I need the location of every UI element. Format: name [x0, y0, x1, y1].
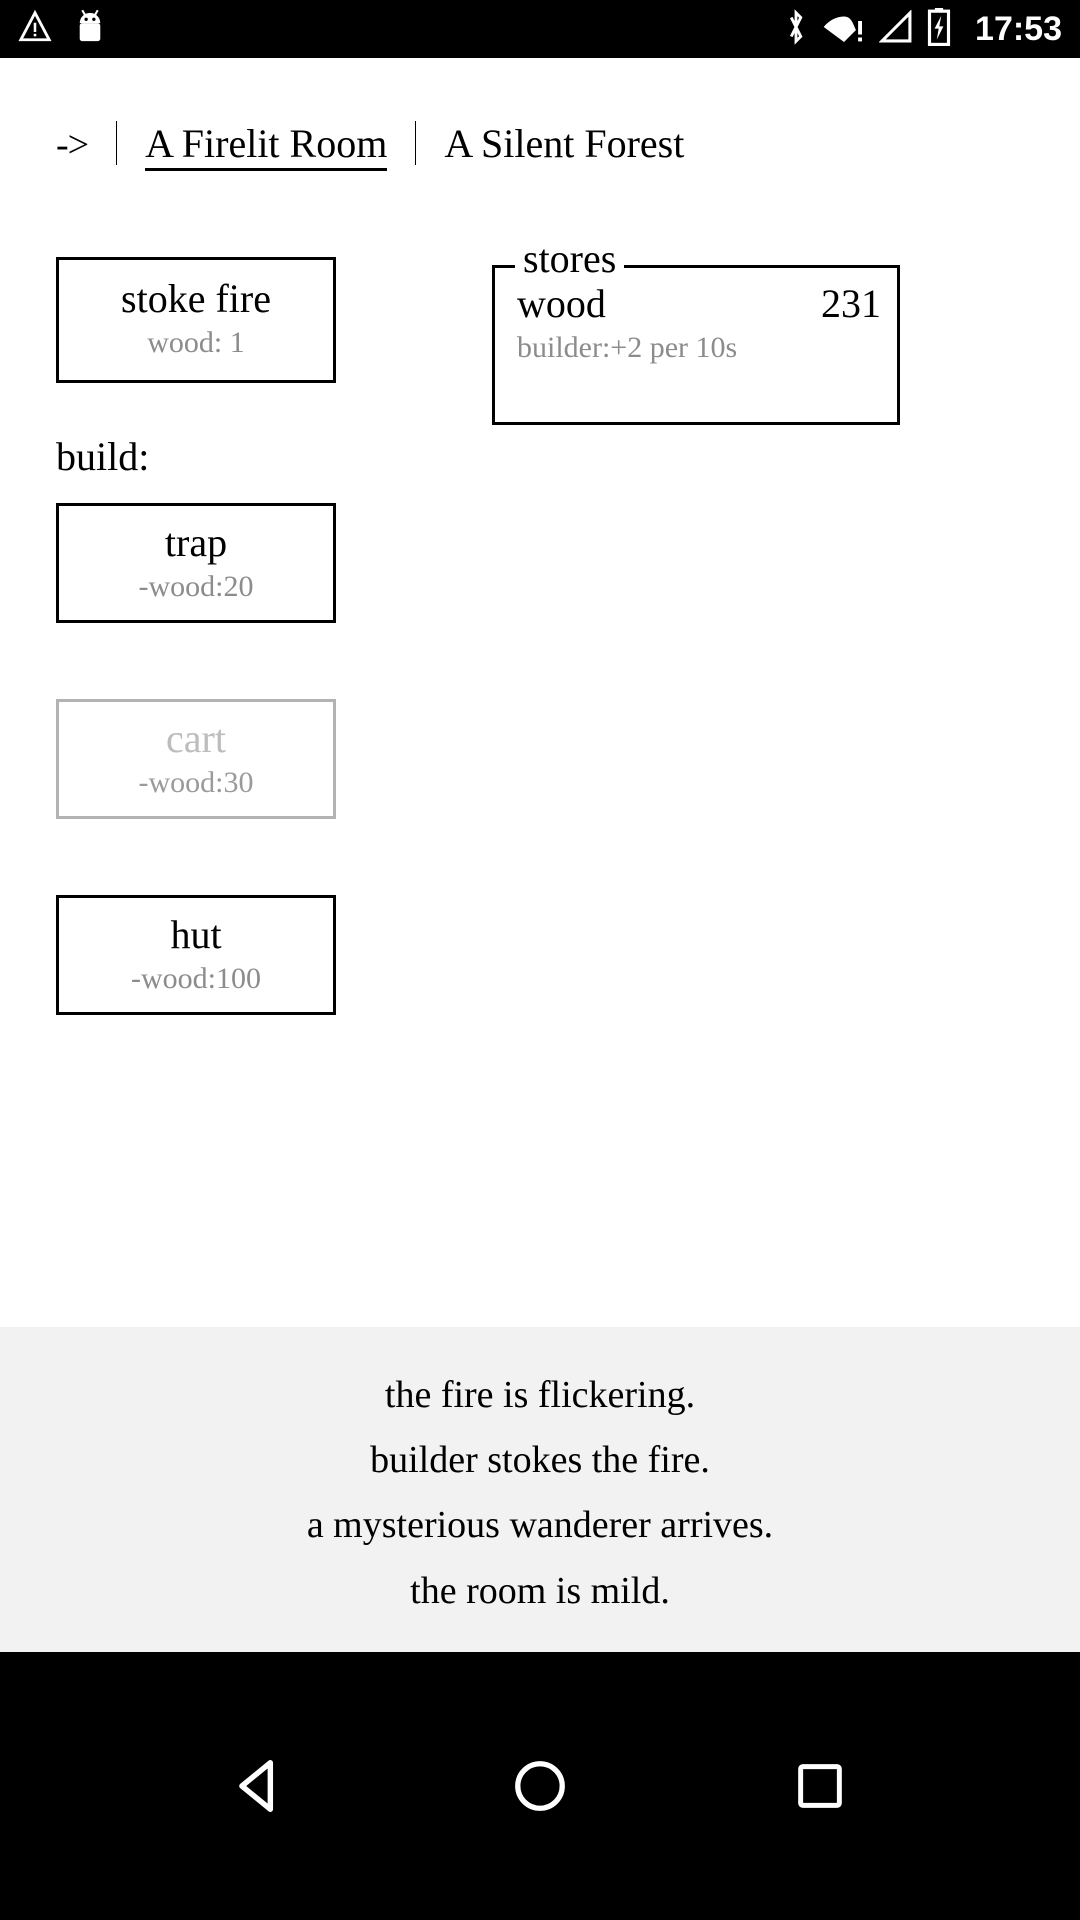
build-hut-label: hut: [170, 911, 222, 957]
log-message: a mysterious wanderer arrives.: [306, 1504, 774, 1547]
build-button-cart[interactable]: cart -wood:30: [56, 698, 336, 819]
build-label: build:: [56, 434, 150, 479]
room-panel: stoke fire wood: 1 build: trap -wood:20 …: [0, 239, 1080, 1137]
location-header: -> A Firelit Room A Silent Forest: [0, 58, 1080, 171]
notification-log: the fire is flickering. builder stokes t…: [0, 1326, 1080, 1652]
wifi-warning-icon: [823, 10, 865, 49]
build-cart-cost: -wood:30: [138, 766, 254, 800]
stoke-fire-button[interactable]: stoke fire wood: 1: [56, 257, 336, 383]
stoke-fire-cost: wood: 1: [147, 326, 245, 360]
home-icon[interactable]: [495, 1741, 585, 1831]
status-bar-clock: 17:53: [975, 10, 1062, 48]
android-robot-icon: [74, 9, 106, 50]
build-cart-label: cart: [166, 715, 226, 761]
store-wood-value: 231: [821, 281, 881, 326]
store-wood-income: builder:+2 per 10s: [517, 331, 738, 364]
header-separator-1: [116, 121, 118, 165]
status-bar: 17:53: [0, 0, 1080, 58]
android-navigation-bar: [0, 1652, 1080, 1920]
warning-triangle-icon: [18, 9, 52, 49]
back-icon[interactable]: [215, 1741, 305, 1831]
build-section: build: trap -wood:20 cart -wood:30 hut -…: [56, 437, 356, 1015]
store-row-wood: wood 231: [517, 282, 881, 326]
cellular-signal-icon: [878, 8, 913, 49]
status-bar-right-icons: 17:53: [783, 7, 1062, 51]
log-message: the room is mild.: [410, 1569, 670, 1612]
recents-icon[interactable]: [775, 1741, 865, 1831]
log-message: the fire is flickering.: [384, 1373, 696, 1416]
build-button-trap[interactable]: trap -wood:20: [56, 503, 336, 623]
build-hut-cost: -wood:100: [131, 962, 261, 996]
stoke-fire-wrapper: stoke fire wood: 1: [56, 257, 336, 383]
build-button-hut[interactable]: hut -wood:100: [56, 894, 336, 1015]
build-trap-cost: -wood:20: [138, 570, 254, 604]
tab-a-firelit-room[interactable]: A Firelit Room: [145, 124, 388, 171]
game-viewport: -> A Firelit Room A Silent Forest stoke …: [0, 58, 1080, 1652]
store-wood-name: wood: [517, 281, 606, 326]
stoke-fire-label: stoke fire: [121, 276, 271, 321]
stores-legend: stores: [515, 239, 625, 279]
header-arrow: ->: [56, 124, 89, 166]
build-trap-label: trap: [164, 520, 228, 565]
log-message: builder stokes the fire.: [370, 1438, 710, 1481]
bluetooth-icon: [783, 8, 809, 51]
header-separator-2: [415, 121, 417, 165]
tab-a-silent-forest[interactable]: A Silent Forest: [444, 121, 685, 166]
battery-charging-icon: [927, 7, 951, 51]
status-bar-left-icons: [18, 9, 106, 50]
stores-panel: stores wood 231 builder:+2 per 10s: [492, 239, 900, 425]
